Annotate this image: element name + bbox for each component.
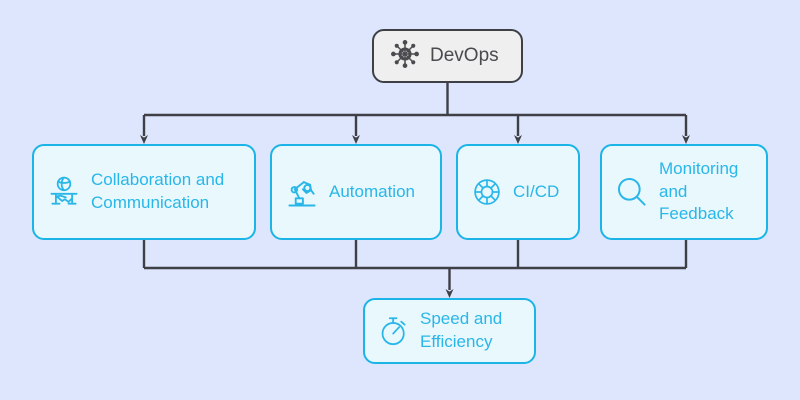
- stopwatch-icon: [377, 314, 411, 348]
- node-label-speed: Speed and Efficiency: [420, 309, 503, 351]
- root-node-label: DevOps: [430, 45, 499, 67]
- magnifier-icon: [614, 174, 650, 210]
- node-label-collaboration: Collaboration and Communication: [91, 170, 225, 212]
- node-speed-and-efficiency[interactable]: Speed and Efficiency: [363, 298, 536, 364]
- node-label-monitoring: Monitoring and Feedback: [659, 159, 739, 224]
- network-hub-icon: [390, 39, 420, 74]
- node-label-cicd: CI/CD: [513, 181, 560, 201]
- handshake-globe-icon: [46, 174, 82, 210]
- robotic-arm-icon: [284, 174, 320, 210]
- node-monitoring-and-feedback[interactable]: Monitoring and Feedback: [600, 144, 768, 240]
- root-node-devops[interactable]: DevOps: [372, 29, 523, 83]
- cycle-ring-icon: [470, 175, 504, 209]
- node-collaboration-and-communication[interactable]: Collaboration and Communication: [32, 144, 256, 240]
- node-automation[interactable]: Automation: [270, 144, 442, 240]
- node-label-automation: Automation: [329, 181, 415, 201]
- node-cicd[interactable]: CI/CD: [456, 144, 580, 240]
